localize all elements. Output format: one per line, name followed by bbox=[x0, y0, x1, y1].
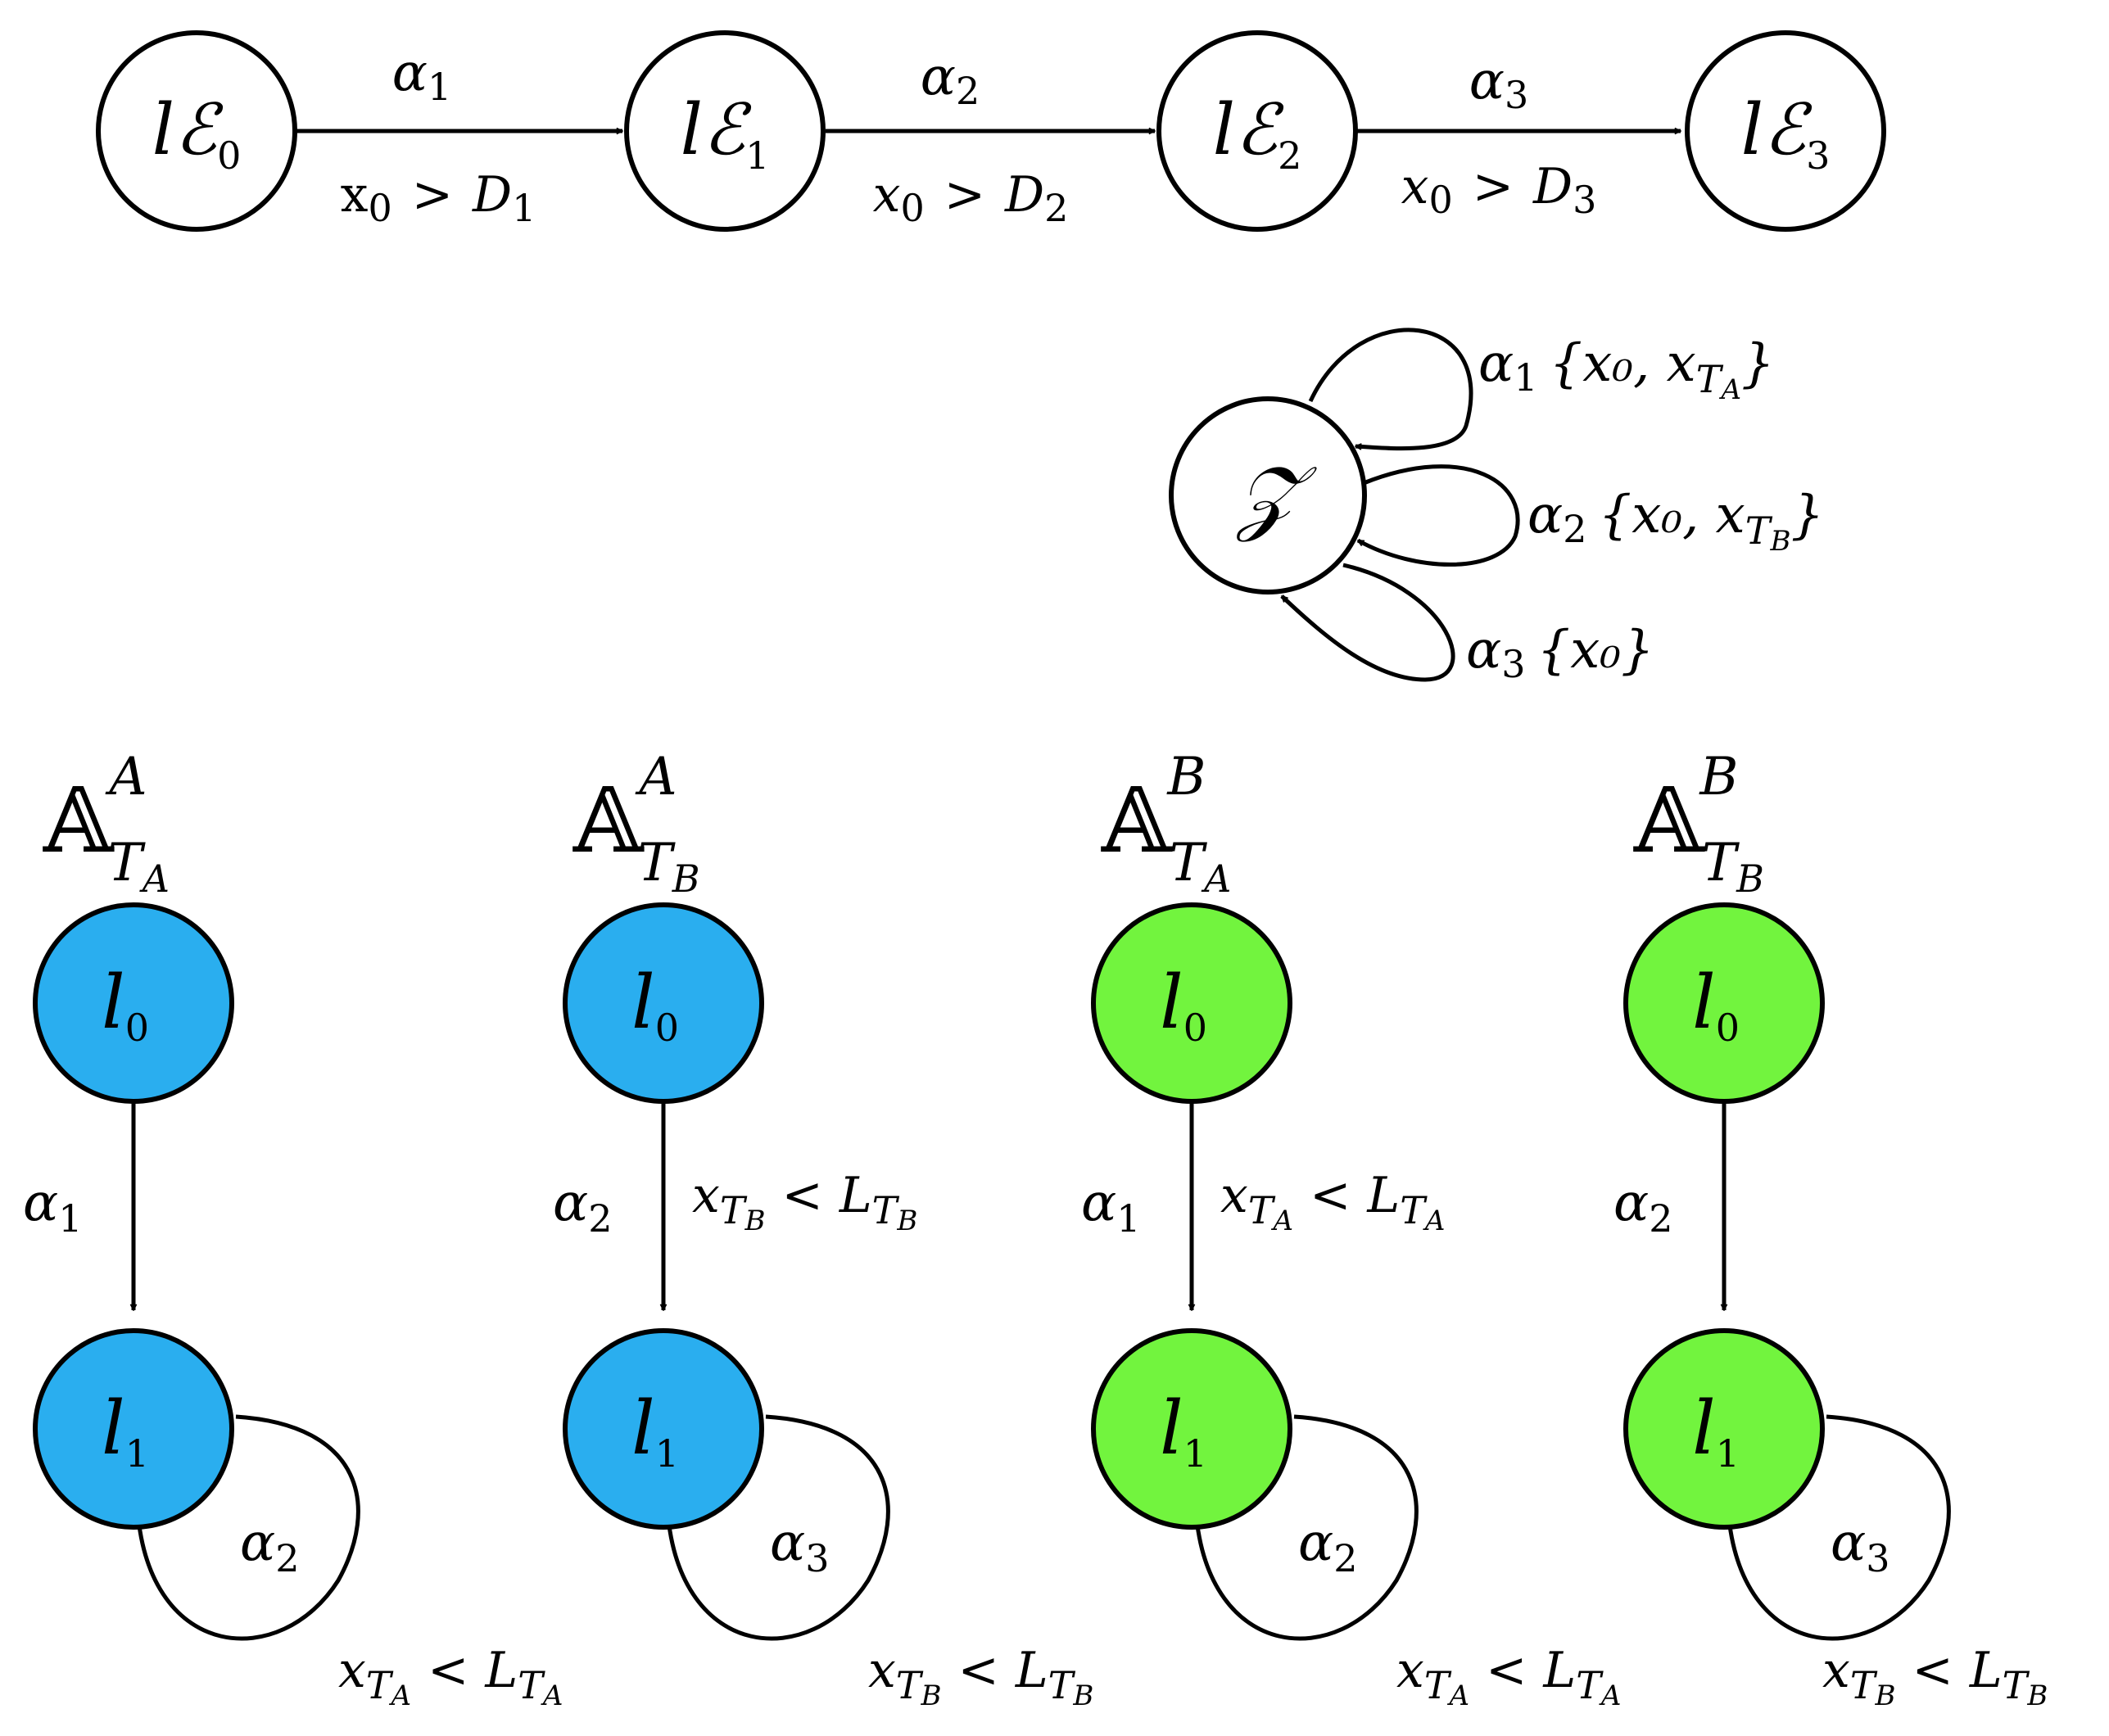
automaton-2-edge-action: α1 bbox=[1081, 1173, 1141, 1241]
chain-state-1: lℰ1 bbox=[624, 30, 826, 232]
automaton-1-edge-action: α2 bbox=[553, 1173, 613, 1241]
automaton-3-edge-action: α2 bbox=[1613, 1173, 1673, 1241]
automaton-3-loop-action: α3 bbox=[1831, 1512, 1890, 1580]
automaton-3-l1-circle bbox=[1623, 1328, 1825, 1530]
chain-state-2: lℰ2 bbox=[1156, 30, 1358, 232]
chain-state-2-circle bbox=[1156, 30, 1358, 232]
automaton-1-edge-guard: xTB<LTB bbox=[692, 1167, 917, 1237]
automaton-3-loop-guard: xTB<LTB bbox=[1822, 1642, 2048, 1712]
automaton-3-l0-circle bbox=[1623, 902, 1825, 1104]
chain-state-3-label: lℰ3 bbox=[1741, 89, 1831, 178]
automaton-1-loop-action: α3 bbox=[770, 1512, 830, 1580]
chain-state-3-circle bbox=[1685, 30, 1886, 232]
z-loop-1 bbox=[1308, 328, 1473, 451]
automaton-1-l1-label: l1 bbox=[631, 1386, 679, 1476]
chain-state-1-circle bbox=[624, 30, 826, 232]
automaton-0-edge-action: α1 bbox=[23, 1173, 83, 1241]
automaton-2-l1-label: l1 bbox=[1160, 1386, 1207, 1476]
chain-edge-0-1-action: α1 bbox=[392, 43, 452, 109]
automaton-2-loop-action: α2 bbox=[1298, 1512, 1358, 1580]
z-loop-3 bbox=[1280, 563, 1455, 682]
automaton-1-l0-label: l0 bbox=[631, 960, 679, 1050]
automaton-2-l0-circle bbox=[1091, 902, 1292, 1104]
automaton-2-l0-label: l0 bbox=[1160, 960, 1207, 1050]
z-loop-3-label: α3{x₀} bbox=[1466, 620, 1654, 686]
chain-state-0-label: lℰ0 bbox=[152, 89, 242, 178]
automaton-0-l1-label: l1 bbox=[102, 1386, 149, 1476]
chain-edge-1-2-action: α2 bbox=[921, 47, 980, 113]
automaton-2-l1-circle bbox=[1091, 1328, 1292, 1530]
automaton-1-l0-circle bbox=[563, 902, 764, 1104]
z-loop-2 bbox=[1358, 464, 1520, 567]
z-loop-2-label: α2{x₀, xTB} bbox=[1527, 485, 1824, 558]
automaton-3-l1-label: l1 bbox=[1692, 1386, 1740, 1476]
automaton-1-loop-guard: xTB<LTB bbox=[868, 1642, 1093, 1712]
automaton-2-edge-guard: xTA<LTA bbox=[1220, 1167, 1445, 1237]
automaton-3-l0-label: l0 bbox=[1692, 960, 1740, 1050]
automaton-0-loop-action: α2 bbox=[240, 1512, 300, 1580]
automaton-0-l0-circle bbox=[33, 902, 234, 1104]
automaton-0-loop-guard: xTA<LTA bbox=[338, 1642, 563, 1712]
z-loop-1-label: α1{x₀, xTA} bbox=[1478, 333, 1775, 406]
chain-state-1-label: lℰ1 bbox=[681, 89, 770, 178]
top-chain: lℰ0 lℰ1 lℰ2 lℰ3 α1 x0>D1 α2 x0>D2 α3 x0>… bbox=[96, 30, 1886, 232]
automaton-1-loop bbox=[668, 1414, 890, 1641]
chain-edge-1-2-guard: x0>D2 bbox=[873, 166, 1069, 230]
chain-edge-2-3-guard: x0>D3 bbox=[1401, 158, 1597, 222]
automaton-0-l1-circle bbox=[33, 1328, 234, 1530]
automaton-2-loop-guard: xTA<LTA bbox=[1396, 1642, 1621, 1712]
chain-state-0-circle bbox=[96, 30, 297, 232]
chain-edge-2-3-action: α3 bbox=[1469, 51, 1529, 117]
chain-state-3: lℰ3 bbox=[1685, 30, 1886, 232]
chain-state-2-label: lℰ2 bbox=[1213, 89, 1302, 178]
automaton-3-loop bbox=[1728, 1414, 1951, 1641]
automaton-2-loop bbox=[1196, 1414, 1419, 1641]
automaton-0-l0-label: l0 bbox=[102, 960, 149, 1050]
automaton-0-loop bbox=[138, 1414, 360, 1641]
automaton-1-l1-circle bbox=[563, 1328, 764, 1530]
z-automaton: 𝒵 α1{x₀, xTA} α2{x₀, xTB} α3{x₀} bbox=[1169, 328, 1824, 686]
z-node-circle bbox=[1169, 396, 1367, 594]
chain-edge-0-1-guard: x0>D1 bbox=[341, 166, 536, 230]
chain-state-0: lℰ0 bbox=[96, 30, 297, 232]
